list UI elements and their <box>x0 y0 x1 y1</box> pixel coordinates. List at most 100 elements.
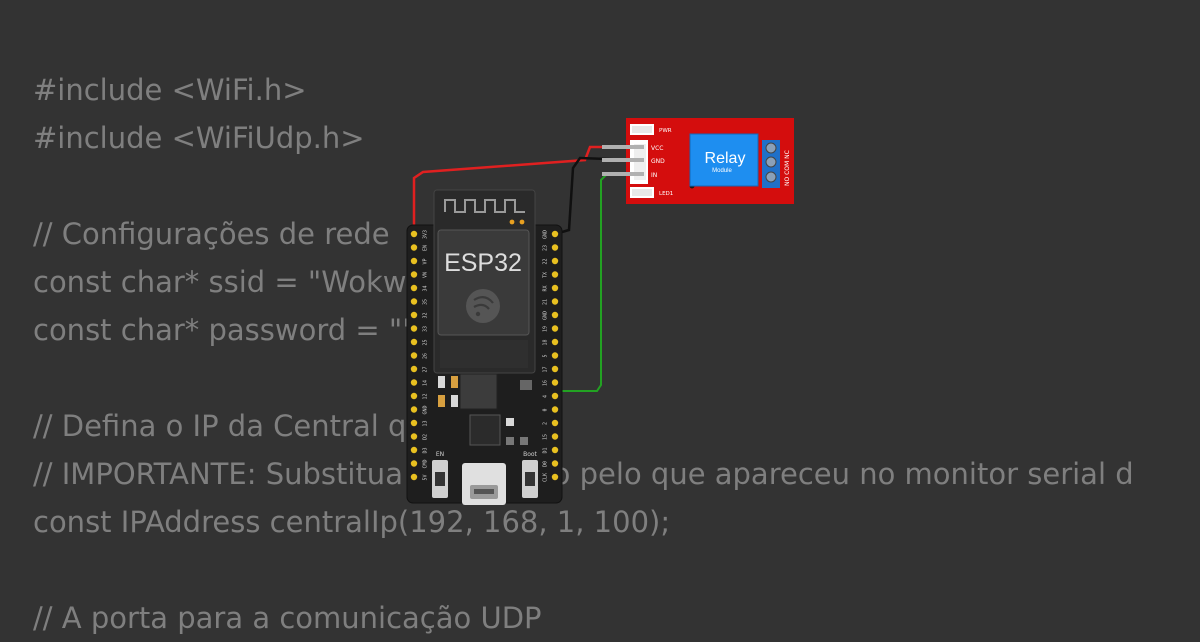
esp32-right-pin-label: 15 <box>542 434 548 440</box>
esp32-right-pin-label: 17 <box>542 366 548 372</box>
esp32-left-pin-label: 27 <box>422 366 428 372</box>
boot-button[interactable]: Boot <box>522 451 538 498</box>
en-button-label: EN <box>436 451 444 458</box>
esp32-right-pin[interactable] <box>551 392 559 400</box>
esp32-right-pin-label: 19 <box>542 326 548 332</box>
esp32-right-pin-label: RX <box>542 285 548 291</box>
esp32-left-pin[interactable] <box>410 352 418 359</box>
esp32-left-pin[interactable] <box>410 379 418 386</box>
esp32-left-pin[interactable] <box>410 473 418 481</box>
en-button[interactable]: EN <box>432 451 448 498</box>
boot-button-label: Boot <box>523 451 537 458</box>
esp32-right-pin[interactable] <box>551 311 559 319</box>
esp32-right-pin[interactable] <box>551 244 559 251</box>
esp32-left-pin[interactable] <box>410 230 418 238</box>
esp32-right-pin[interactable] <box>551 365 559 373</box>
esp32-left-pin[interactable] <box>410 446 418 454</box>
espressif-logo-icon <box>466 289 500 323</box>
code-editor-text: #include <WiFi.h>#include <WiFiUdp.h>// … <box>33 66 1134 642</box>
esp32-right-pin[interactable] <box>551 446 559 454</box>
esp32-left-pin[interactable] <box>410 284 418 292</box>
esp32-right-pin-label: D1 <box>542 447 548 453</box>
esp32-right-pin[interactable] <box>551 284 559 292</box>
esp32-right-pin-label: 18 <box>542 339 548 345</box>
esp32-right-pin[interactable] <box>551 352 559 359</box>
wire-gnd[interactable] <box>554 156 635 236</box>
wire-in[interactable] <box>555 174 634 392</box>
esp32-right-pin[interactable] <box>551 433 559 440</box>
code-line: const IPAddress centralIp(192, 168, 1, 1… <box>33 505 671 539</box>
esp32-left-pin[interactable] <box>410 365 418 373</box>
esp32-left-pin-label: 33 <box>422 326 428 332</box>
esp32-left-pin-label: D3 <box>422 447 428 453</box>
esp32-left-pin-label: D2 <box>422 434 428 440</box>
relay-title: Relay <box>705 150 746 167</box>
esp32-right-pin[interactable] <box>551 230 559 238</box>
relay-module[interactable]: PWR LED1 VCC GND IN Relay Module NO COM … <box>602 118 794 204</box>
esp32-left-pin[interactable] <box>410 257 418 265</box>
esp32-left-pin-label: 25 <box>422 339 428 345</box>
code-line: const char* password = ""; <box>33 313 426 347</box>
wire-vcc[interactable] <box>412 145 634 234</box>
esp32-left-pin-label: 12 <box>422 393 428 399</box>
relay-pin-vcc-label: VCC <box>651 145 663 152</box>
esp32-left-pin-label: 35 <box>422 299 428 305</box>
esp32-right-pin-label: 16 <box>542 380 548 386</box>
esp32-right-pin[interactable] <box>551 338 559 346</box>
esp32-left-pin-label: EN <box>422 245 428 251</box>
esp32-right-pin-label: 21 <box>542 299 548 305</box>
esp32-right-pin-label: CLK <box>542 473 548 482</box>
esp32-left-pin[interactable] <box>410 244 418 251</box>
esp32-left-pin[interactable] <box>410 338 418 346</box>
esp32-left-pin[interactable] <box>410 311 418 319</box>
esp32-left-pin-label: VP <box>422 258 428 264</box>
code-line: // Configurações de rede <box>33 217 390 251</box>
esp32-right-pin[interactable] <box>551 406 559 413</box>
esp32-right-pin-label: 0 <box>542 408 548 411</box>
esp32-left-pin-label: VN <box>422 272 428 278</box>
esp32-right-pin[interactable] <box>551 257 559 265</box>
esp32-right-pin[interactable] <box>551 460 559 467</box>
usb-port-icon <box>462 463 506 505</box>
esp32-right-pin-label: 5 <box>542 354 548 357</box>
relay-led1-label: LED1 <box>659 191 673 197</box>
esp32-right-pin-label: 2 <box>542 422 548 425</box>
esp32-left-pin-label: 5V <box>422 474 428 480</box>
esp32-right-pin[interactable] <box>551 473 559 481</box>
relay-pin-in-label: IN <box>651 172 657 179</box>
esp32-right-pin[interactable] <box>551 379 559 386</box>
esp32-left-pin-label: GND <box>422 405 428 414</box>
relay-pin-gnd-label: GND <box>651 158 665 165</box>
esp32-left-pin-label: 13 <box>422 420 428 426</box>
code-line: // A porta para a comunicação UDP <box>33 601 542 635</box>
esp32-right-pin-label: D0 <box>542 461 548 467</box>
esp32-left-pin-label: CMD <box>422 459 428 468</box>
esp32-board[interactable]: ESP32 EN Boot <box>406 189 563 505</box>
esp32-left-pin[interactable] <box>410 460 418 467</box>
esp32-left-pin-label: 3V3 <box>422 230 428 239</box>
esp32-left-pin-label: 26 <box>422 353 428 359</box>
relay-led-pwr-label: PWR <box>659 128 672 134</box>
esp32-right-pin-label: TX <box>542 272 548 278</box>
esp32-left-pin[interactable] <box>410 325 418 332</box>
code-line: #include <WiFi.h> <box>33 73 307 107</box>
esp32-left-pin[interactable] <box>410 419 418 427</box>
esp32-left-pin[interactable] <box>410 271 418 278</box>
esp32-left-pin[interactable] <box>410 298 418 305</box>
esp32-right-pin-label: GND <box>542 230 548 239</box>
esp32-left-pin[interactable] <box>410 406 418 413</box>
esp32-left-pin[interactable] <box>410 433 418 440</box>
relay-subtitle: Module <box>712 168 732 174</box>
esp32-left-pin-header: 3V3ENVPVN343532332526271412GND13D2D3CMD5… <box>410 230 428 481</box>
esp32-left-pin-label: 32 <box>422 312 428 318</box>
esp32-right-pin-label: 23 <box>542 245 548 251</box>
esp32-right-pin[interactable] <box>551 271 559 278</box>
esp32-right-pin[interactable] <box>551 419 559 427</box>
esp32-label: ESP32 <box>444 249 522 277</box>
relay-terminal-labels: NO COM NC <box>784 150 791 186</box>
esp32-left-pin[interactable] <box>410 392 418 400</box>
esp32-right-pin[interactable] <box>551 325 559 332</box>
esp32-right-pin[interactable] <box>551 298 559 305</box>
